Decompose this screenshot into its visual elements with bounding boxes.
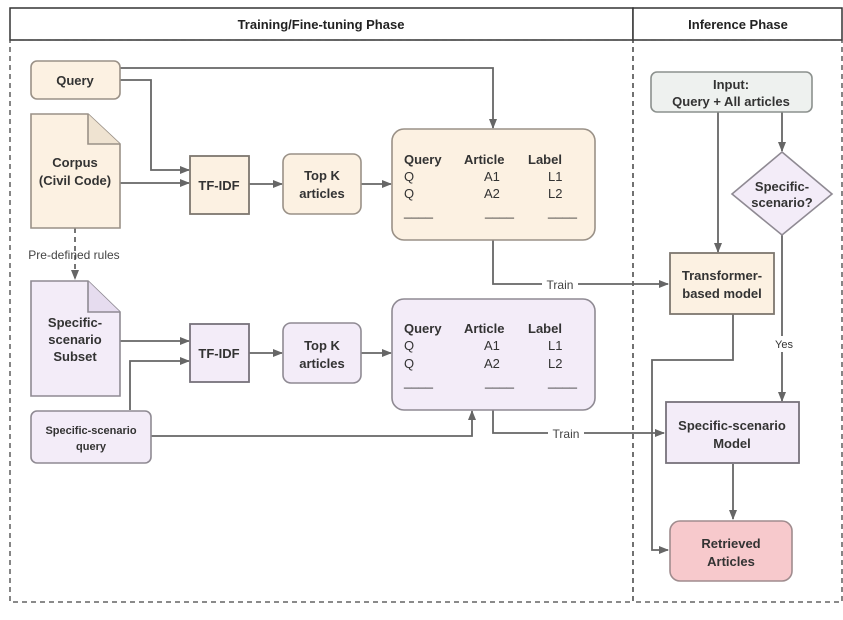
- table1-cell-l1: L1: [548, 169, 562, 184]
- inference-phase-region: [632, 39, 843, 603]
- decision-label-2: scenario?: [751, 195, 812, 210]
- topk-node-2: Top K articles: [282, 322, 362, 384]
- scenario-model-node: Specific-scenario Model: [665, 401, 800, 464]
- query-node-label: Query: [56, 73, 94, 88]
- transformer-label-2: based model: [682, 286, 761, 301]
- table1-cell-a2: A2: [484, 186, 500, 201]
- training-phase-title: Training/Fine-tuning Phase: [238, 17, 405, 32]
- topk-node-1: Top K articles: [282, 153, 362, 215]
- topk-label-1b: articles: [299, 186, 345, 201]
- input-label-2: Query + All articles: [672, 94, 790, 109]
- edge-train-scenario-model: [492, 410, 665, 437]
- table2-header-query: Query: [404, 321, 442, 336]
- retrieved-label-2: Articles: [707, 554, 755, 569]
- edge-train-transformer: [492, 240, 669, 288]
- table1-blank-2: ____: [484, 204, 515, 219]
- table2-cell-q1: Q: [404, 338, 414, 353]
- train-label-bg-1: [542, 276, 578, 292]
- scenario-query-label-2: query: [76, 441, 107, 453]
- topk-label-1a: Top K: [304, 168, 340, 183]
- table2-cell-l1: L1: [548, 338, 562, 353]
- table1-cell-l2: L2: [548, 186, 562, 201]
- edge-query-to-tfidf: [120, 79, 190, 174]
- table2-header-article: Article: [464, 321, 504, 336]
- decision-diamond: Specific- scenario?: [730, 150, 834, 237]
- edge-transformer-to-retrieved: [651, 314, 734, 554]
- train-label-2: Train: [553, 427, 580, 441]
- table2-cell-l2: L2: [548, 356, 562, 371]
- corpus-label-1: Corpus: [52, 155, 98, 170]
- inference-phase-title: Inference Phase: [688, 17, 788, 32]
- decision-label-1: Specific-: [755, 179, 809, 194]
- train-label-bg-2: [548, 425, 584, 441]
- table1-header-label: Label: [528, 152, 562, 167]
- transformer-label-1: Transformer-: [682, 268, 762, 283]
- scenario-model-label-2: Model: [713, 436, 751, 451]
- table2-header-label: Label: [528, 321, 562, 336]
- table1-cell-q1: Q: [404, 169, 414, 184]
- subset-label-1: Specific-: [48, 315, 102, 330]
- subset-label-2: scenario: [48, 332, 102, 347]
- table2-cell-a2: A2: [484, 356, 500, 371]
- tfidf-node-1: TF-IDF: [189, 155, 250, 215]
- table1-cell-a1: A1: [484, 169, 500, 184]
- table2-cell-q2: Q: [404, 356, 414, 371]
- query-node: Query: [30, 60, 121, 100]
- scenario-query-label-1: Specific-scenario: [45, 425, 136, 437]
- topk-label-2b: articles: [299, 356, 345, 371]
- topk-label-2a: Top K: [304, 338, 340, 353]
- phase-header-inference: Inference Phase: [632, 7, 843, 41]
- table2-cell-a1: A1: [484, 338, 500, 353]
- retrieved-articles-node: Retrieved Articles: [669, 520, 793, 582]
- train-label-1: Train: [547, 278, 574, 292]
- scenario-query-node: Specific-scenario query: [30, 410, 152, 464]
- yes-label-bg: [770, 336, 796, 352]
- edge-squery-to-table2: [151, 410, 476, 437]
- retrieved-label-1: Retrieved: [701, 536, 760, 551]
- training-table-1: Query Article Label Q A1 L1 Q A2 L2 ____…: [391, 128, 596, 241]
- scenario-model-label-1: Specific-scenario: [678, 418, 786, 433]
- corpus-document: Corpus (Civil Code): [30, 113, 121, 229]
- yes-label: Yes: [775, 339, 793, 351]
- rules-label: Pre-defined rules: [28, 248, 119, 262]
- subset-label-3: Subset: [53, 349, 97, 364]
- subset-document: Specific- scenario Subset: [30, 280, 121, 397]
- tfidf-label-2: TF-IDF: [198, 346, 239, 361]
- tfidf-node-2: TF-IDF: [189, 323, 250, 383]
- corpus-label-2: (Civil Code): [39, 173, 111, 188]
- table1-header-query: Query: [404, 152, 442, 167]
- table2-blank-2: ____: [484, 374, 515, 389]
- table1-header-article: Article: [464, 152, 504, 167]
- input-label-1: Input:: [713, 77, 749, 92]
- edge-query-to-table: [120, 67, 497, 129]
- phase-header-training: Training/Fine-tuning Phase: [9, 7, 634, 41]
- transformer-node: Transformer- based model: [669, 252, 775, 315]
- input-node: Input: Query + All articles: [650, 71, 813, 113]
- table1-cell-q2: Q: [404, 186, 414, 201]
- tfidf-label-1: TF-IDF: [198, 178, 239, 193]
- table1-blank-1: ____: [403, 204, 434, 219]
- table1-blank-3: ____: [547, 204, 578, 219]
- edge-squery-to-tfidf: [129, 357, 190, 410]
- table2-blank-1: ____: [403, 374, 434, 389]
- training-table-2: Query Article Label Q A1 L1 Q A2 L2 ____…: [391, 298, 596, 411]
- table2-blank-3: ____: [547, 374, 578, 389]
